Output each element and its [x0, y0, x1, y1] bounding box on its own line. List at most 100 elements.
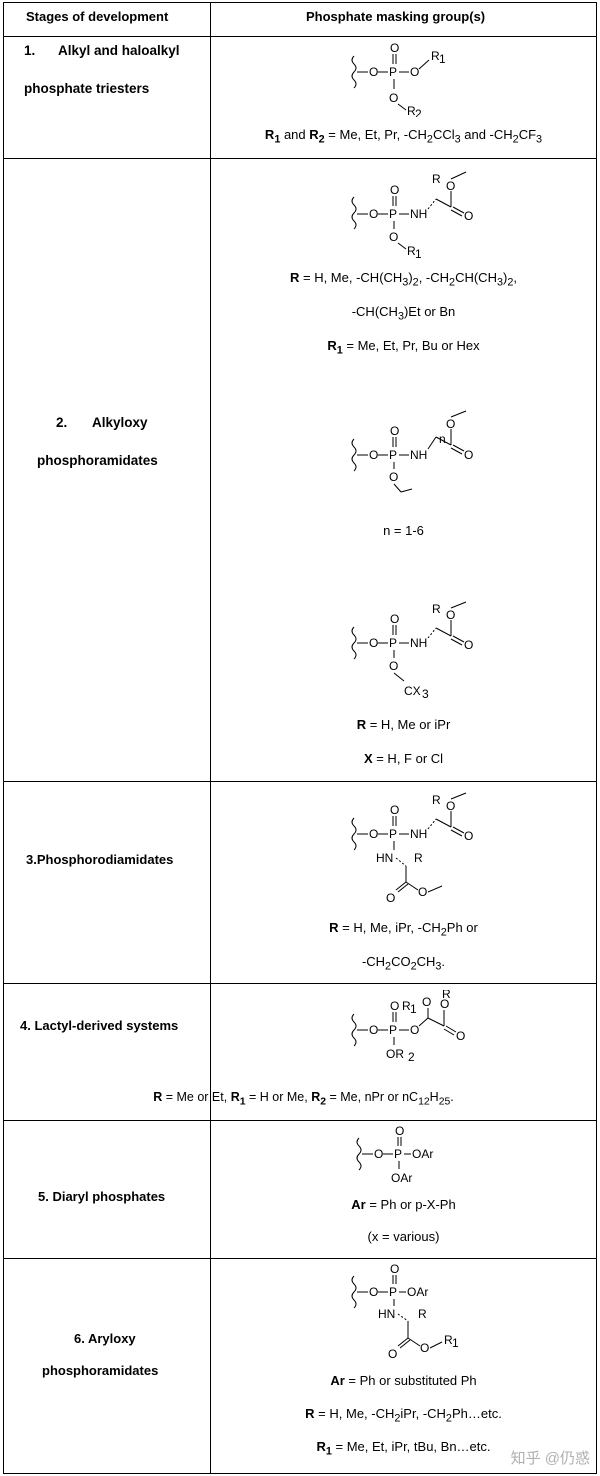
svg-text:O: O	[440, 997, 449, 1011]
svg-text:O: O	[389, 91, 398, 105]
svg-text:O: O	[410, 65, 419, 79]
legend-row-6c: R1 = Me, Et, iPr, tBu, Bn…etc.	[316, 1439, 491, 1458]
stage-4-title: 4. Lactyl-derived systems	[20, 1018, 179, 1033]
legend-row-2d: R = H, Me or iPr	[356, 717, 451, 732]
svg-text:R: R	[442, 990, 451, 1001]
svg-text:R: R	[444, 1333, 453, 1347]
svg-text:O: O	[369, 1023, 378, 1037]
svg-text:P: P	[394, 1147, 402, 1161]
table-row-6: 6. Aryloxy phosphoramidates O P O OAr HN…	[3, 1258, 597, 1474]
svg-text:R: R	[432, 793, 441, 807]
svg-text:P: P	[389, 207, 397, 221]
svg-text:O: O	[446, 608, 455, 622]
legend-row-6a: Ar = Ph or substituted Ph	[330, 1373, 477, 1388]
svg-text:O: O	[390, 803, 399, 817]
legend-row-2b: -CH(CH3)Et or Bn	[351, 304, 456, 323]
svg-text:O: O	[369, 65, 378, 79]
table-row-1: 1. Alkyl and haloalkyl phosphate trieste…	[3, 36, 597, 159]
legend-row-2n: n = 1-6	[383, 523, 424, 538]
svg-text:O: O	[446, 179, 455, 193]
svg-text:1: 1	[439, 52, 446, 66]
svg-text:1: 1	[410, 1002, 417, 1016]
svg-text:OAr: OAr	[391, 1171, 412, 1185]
svg-text:O: O	[390, 183, 399, 197]
stage-2-title-line2: phosphoramidates	[37, 453, 158, 468]
svg-text:2: 2	[415, 107, 422, 117]
svg-text:R: R	[414, 851, 423, 865]
svg-text:OR: OR	[386, 1047, 404, 1061]
legend-row-5b: (x = various)	[367, 1229, 440, 1244]
svg-text:P: P	[389, 636, 397, 650]
svg-text:O: O	[464, 209, 473, 223]
svg-text:3: 3	[422, 687, 429, 699]
table-row-5: 5. Diaryl phosphates O P O OAr OAr Ar = …	[3, 1120, 597, 1259]
svg-text:n: n	[439, 432, 446, 446]
svg-text:O: O	[390, 424, 399, 438]
svg-text:O: O	[388, 1347, 397, 1361]
svg-text:P: P	[389, 1285, 397, 1299]
svg-text:HN: HN	[378, 1307, 395, 1321]
stage-5-title: 5. Diaryl phosphates	[38, 1189, 166, 1204]
svg-text:O: O	[410, 1023, 419, 1037]
table-row-3: 3.Phosphorodiamidates O P O NH R O	[3, 781, 597, 984]
stage-6-title-line2: phosphoramidates	[42, 1363, 159, 1378]
svg-text:HN: HN	[376, 851, 393, 865]
svg-text:OAr: OAr	[407, 1285, 428, 1299]
legend-row-5a: Ar = Ph or p-X-Ph	[351, 1197, 456, 1212]
svg-text:O: O	[422, 995, 431, 1009]
svg-text:P: P	[389, 448, 397, 462]
svg-text:O: O	[464, 829, 473, 843]
svg-text:O: O	[418, 885, 427, 899]
svg-text:O: O	[369, 448, 378, 462]
svg-text:O: O	[389, 470, 398, 484]
svg-text:R: R	[432, 172, 441, 186]
stage-2-number: 2.	[56, 415, 68, 430]
svg-text:O: O	[369, 827, 378, 841]
svg-text:CX: CX	[404, 684, 421, 698]
svg-text:R: R	[418, 1307, 427, 1321]
svg-text:O: O	[395, 1126, 404, 1138]
svg-text:O: O	[369, 207, 378, 221]
svg-text:P: P	[389, 827, 397, 841]
svg-text:NH: NH	[410, 448, 427, 462]
svg-text:OAr: OAr	[412, 1147, 433, 1161]
svg-text:O: O	[456, 1029, 465, 1043]
svg-text:O: O	[369, 636, 378, 650]
legend-row-1: R1 and R2 = Me, Et, Pr, -CH2CCl3 and -CH…	[264, 127, 543, 146]
svg-text:1: 1	[415, 247, 422, 261]
legend-row-6b: R = H, Me, -CH2iPr, -CH2Ph…etc.	[305, 1406, 502, 1425]
structure-2b: O P O NH n O O O	[351, 410, 473, 493]
legend-row-4: R = Me or Et, R1 = H or Me, R2 = Me, nPr…	[153, 1090, 454, 1108]
table-header-row: Stages of development Phosphate masking …	[3, 2, 597, 37]
svg-text:R: R	[402, 999, 411, 1013]
svg-text:P: P	[389, 65, 397, 79]
svg-text:O: O	[420, 1341, 429, 1355]
svg-text:O: O	[390, 612, 399, 626]
svg-text:O: O	[390, 42, 399, 55]
structure-3: O P O NH R O O HN R	[351, 792, 473, 905]
svg-text:2: 2	[408, 1050, 415, 1064]
svg-text:NH: NH	[410, 207, 427, 221]
stage-1-title-line2: phosphate triesters	[24, 81, 150, 96]
legend-row-2c: R1 = Me, Et, Pr, Bu or Hex	[327, 338, 480, 357]
svg-text:O: O	[464, 638, 473, 652]
svg-text:R: R	[431, 49, 440, 63]
svg-text:1: 1	[452, 1336, 459, 1350]
svg-text:R: R	[407, 244, 416, 258]
stage-2-title-line1: Alkyloxy	[92, 415, 148, 430]
svg-text:NH: NH	[410, 636, 427, 650]
svg-text:O: O	[464, 448, 473, 462]
svg-text:R: R	[407, 104, 416, 117]
legend-row-2e: X = H, F or Cl	[363, 751, 444, 766]
legend-row-3b: -CH2CO2CH3.	[361, 954, 446, 973]
legend-row-3a: R = H, Me, iPr, -CH2Ph or	[329, 920, 478, 939]
svg-text:O: O	[389, 659, 398, 673]
header-col-stages: Stages of development	[26, 9, 169, 24]
table-row-2: 2. Alkyloxy phosphoramidates O P O NH R …	[3, 158, 597, 782]
